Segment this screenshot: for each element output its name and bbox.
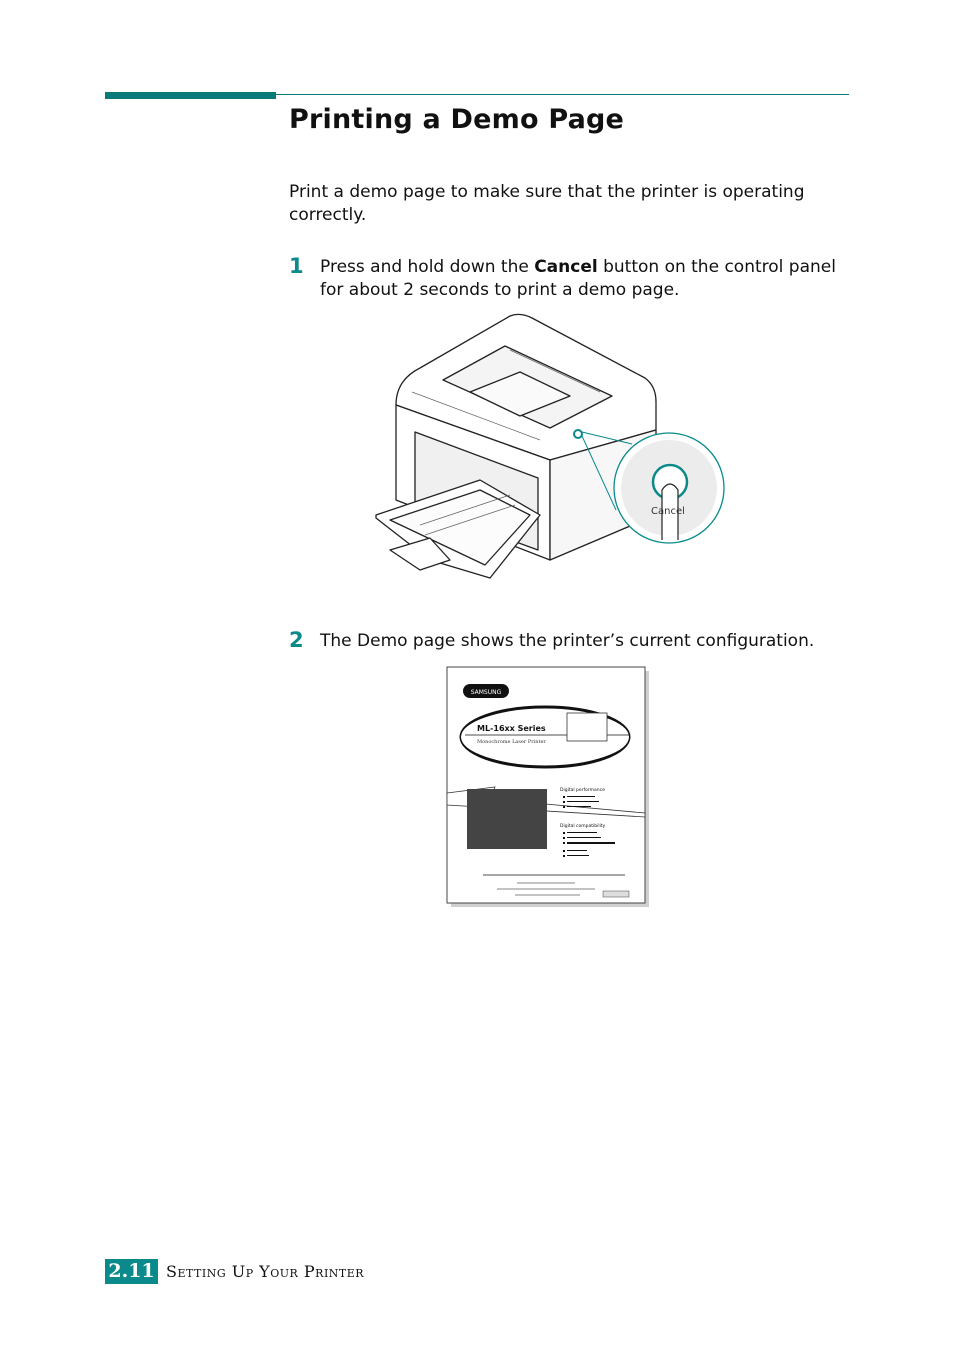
demo-model: ML-16xx Series — [477, 724, 546, 733]
step-1-number: 1 — [289, 254, 304, 278]
step-2-number: 2 — [289, 628, 304, 652]
demo-section-1: Digital performance — [560, 787, 605, 793]
header-rule-thin — [276, 94, 849, 95]
callout-cancel-label: Cancel — [651, 506, 685, 517]
footer-page-number: 2.11 — [105, 1259, 158, 1284]
page-title: Printing a Demo Page — [289, 104, 625, 135]
step-1-text-b: button on the control panel for about 2 … — [320, 257, 836, 300]
step-1-text: Press and hold down the Cancel button on… — [320, 256, 850, 302]
printer-illustration: Cancel — [375, 313, 725, 579]
intro-paragraph: Print a demo page to make sure that the … — [289, 182, 805, 225]
header-rule-thick — [105, 92, 276, 99]
demo-brand: SAMSUNG — [471, 689, 502, 696]
demo-subtitle: Monochrome Laser Printer — [477, 739, 546, 745]
demo-section-2: Digital compatibility — [560, 823, 606, 829]
step-2-text: The Demo page shows the printer’s curren… — [320, 631, 815, 651]
cancel-keyword: Cancel — [534, 257, 598, 277]
step-1-text-a: Press and hold down the — [320, 257, 535, 277]
demo-page-illustration: SAMSUNG ML-16xx Series Monochrome Laser … — [446, 666, 649, 907]
footer-section-title: Setting Up Your Printer — [166, 1262, 365, 1281]
